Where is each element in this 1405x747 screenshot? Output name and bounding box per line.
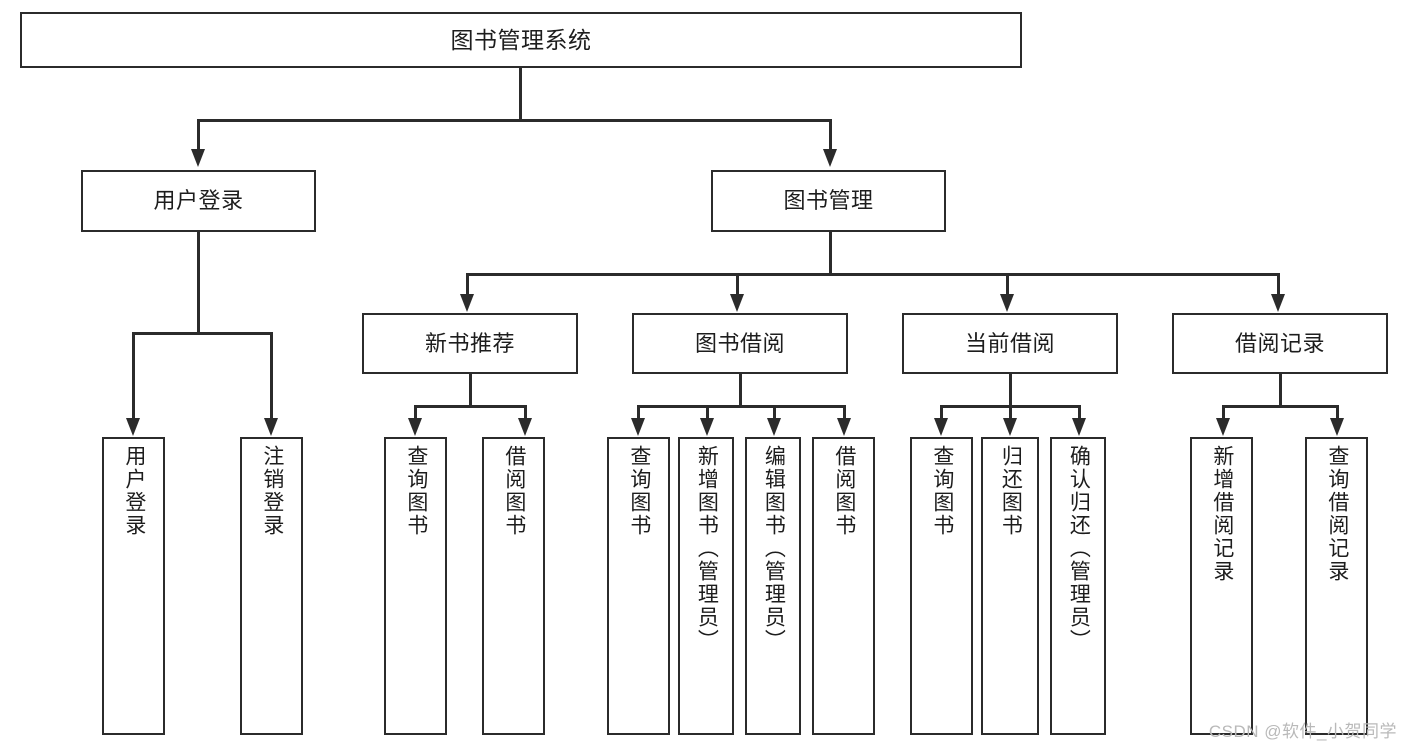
node-label: 查询借阅记录 [1325,445,1349,583]
connector-new-book-stem [469,374,472,405]
node-label: 借阅记录 [1234,330,1325,356]
node-label: 查询图书 [930,445,954,537]
leaf-add-borrow-record[interactable]: 新增借阅记录 [1190,437,1253,735]
node-label: 新增借阅记录 [1210,445,1234,583]
arrowhead-user-login-leaf-1 [126,418,140,436]
leaf-query-borrow-record[interactable]: 查询借阅记录 [1305,437,1368,735]
node-book-borrow[interactable]: 图书借阅 [632,313,848,374]
connector-root-to-user-login [197,119,200,150]
connector-user-login-to-leaf-2 [270,332,273,419]
connector-current-borrow-stem [1009,374,1012,405]
connector-borrow-record-stem [1279,374,1282,405]
arrowhead-borrow-record-leaf-1 [1216,418,1230,436]
arrowhead-borrow-record-leaf-2 [1330,418,1344,436]
leaf-user-login[interactable]: 用户登录 [102,437,165,735]
connector-root-to-book-manage [829,119,832,150]
arrowhead-book-borrow-leaf-3 [767,418,781,436]
connector-book-borrow-to-leaf-1 [637,405,640,419]
node-label: 编辑图书（管理员） [762,445,786,652]
connector-user-login-stem [197,232,200,332]
node-label: 确认归还（管理员） [1067,445,1091,652]
connector-borrow-record-to-leaf-2 [1336,405,1339,419]
connector-user-login-bus [132,332,272,335]
arrowhead-current-borrow-leaf-2 [1003,418,1017,436]
connector-book-borrow-to-leaf-4 [843,405,846,419]
connector-book-manage-bus [466,273,1280,276]
node-label: 注销登录 [260,445,284,537]
arrowhead-current-borrow-leaf-1 [934,418,948,436]
node-label: 新增图书（管理员） [695,445,719,652]
connector-borrow-record-bus [1222,405,1338,408]
arrowhead-new-book-leaf-2 [518,418,532,436]
leaf-borrow-book-recommend[interactable]: 借阅图书 [482,437,545,735]
connector-book-manage-to-record [1277,273,1280,295]
connector-book-manage-to-current [1006,273,1009,295]
node-label: 新书推荐 [424,330,515,356]
connector-book-manage-stem [829,232,832,273]
connector-root-stem [519,68,522,119]
node-book-management[interactable]: 图书管理 [711,170,946,232]
leaf-borrow-book[interactable]: 借阅图书 [812,437,875,735]
connector-root-bus [197,119,832,122]
node-label: 归还图书 [999,445,1023,537]
arrowhead-new-book-leaf-1 [408,418,422,436]
connector-borrow-record-to-leaf-1 [1222,405,1225,419]
arrowhead-user-login-leaf-2 [264,418,278,436]
connector-book-manage-to-new-book [466,273,469,295]
connector-new-book-bus [414,405,526,408]
arrowhead-book-borrow-leaf-4 [837,418,851,436]
node-label: 查询图书 [404,445,428,537]
node-new-book-recommend[interactable]: 新书推荐 [362,313,578,374]
connector-new-book-to-leaf-2 [524,405,527,419]
leaf-add-book-admin[interactable]: 新增图书（管理员） [678,437,734,735]
node-label: 借阅图书 [502,445,526,537]
leaf-query-book-borrow[interactable]: 查询图书 [607,437,670,735]
leaf-query-book-recommend[interactable]: 查询图书 [384,437,447,735]
connector-book-borrow-stem [739,374,742,405]
node-user-login[interactable]: 用户登录 [81,170,316,232]
leaf-edit-book-admin[interactable]: 编辑图书（管理员） [745,437,801,735]
node-label: 图书管理 [783,188,874,214]
node-label: 用户登录 [153,188,244,214]
connector-book-manage-to-borrow [736,273,739,295]
connector-current-borrow-to-leaf-2 [1009,405,1012,419]
arrowhead-book-manage-record [1271,294,1285,312]
arrowhead-root-to-user-login [191,149,205,167]
connector-user-login-to-leaf-1 [132,332,135,419]
node-label: 用户登录 [122,445,146,537]
node-current-borrow[interactable]: 当前借阅 [902,313,1118,374]
leaf-logout[interactable]: 注销登录 [240,437,303,735]
arrowhead-book-borrow-leaf-2 [700,418,714,436]
arrowhead-book-manage-current [1000,294,1014,312]
csdn-watermark: CSDN @软件_小贺同学 [1208,722,1397,741]
arrowhead-root-to-book-manage [823,149,837,167]
node-label: 图书借阅 [694,330,785,356]
node-label: 借阅图书 [832,445,856,537]
arrowhead-book-manage-new-book [460,294,474,312]
node-label: 当前借阅 [964,330,1055,356]
node-label: 图书管理系统 [450,26,592,53]
connector-book-borrow-to-leaf-2 [706,405,709,419]
node-label: 查询图书 [627,445,651,537]
connector-current-borrow-to-leaf-1 [940,405,943,419]
leaf-confirm-return-admin[interactable]: 确认归还（管理员） [1050,437,1106,735]
arrowhead-current-borrow-leaf-3 [1072,418,1086,436]
leaf-query-book-current[interactable]: 查询图书 [910,437,973,735]
connector-book-borrow-to-leaf-3 [773,405,776,419]
connector-current-borrow-to-leaf-3 [1078,405,1081,419]
arrowhead-book-manage-borrow [730,294,744,312]
connector-book-borrow-bus [637,405,845,408]
arrowhead-book-borrow-leaf-1 [631,418,645,436]
node-borrow-record[interactable]: 借阅记录 [1172,313,1388,374]
leaf-return-book[interactable]: 归还图书 [981,437,1039,735]
connector-new-book-to-leaf-1 [414,405,417,419]
node-root-system[interactable]: 图书管理系统 [20,12,1022,68]
